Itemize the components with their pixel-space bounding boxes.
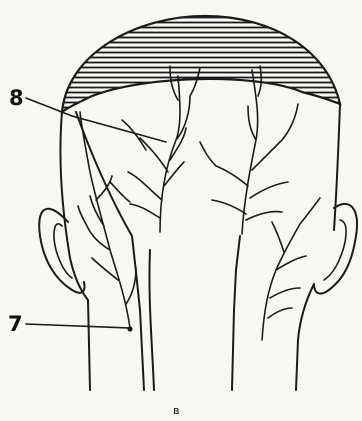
- hatched-scalp-cap: [62, 16, 340, 112]
- head-outline-right: [334, 104, 340, 230]
- vessel-branch-left-neck: [78, 112, 136, 328]
- vessel-branch-right-crown: [200, 66, 298, 234]
- leader-line-7: [26, 324, 130, 328]
- head-outline-left: [60, 112, 90, 390]
- neck-inner-line: [149, 250, 154, 390]
- vessel-branch-left-crown: [110, 66, 200, 232]
- vessel-branch-right-neck: [262, 198, 320, 340]
- figure-caption: в: [173, 404, 179, 417]
- neck-outline-right: [296, 284, 314, 390]
- label-vessel-8: 8: [9, 86, 24, 110]
- label-vessel-7: 7: [8, 312, 23, 336]
- right-flap-edge: [232, 236, 240, 390]
